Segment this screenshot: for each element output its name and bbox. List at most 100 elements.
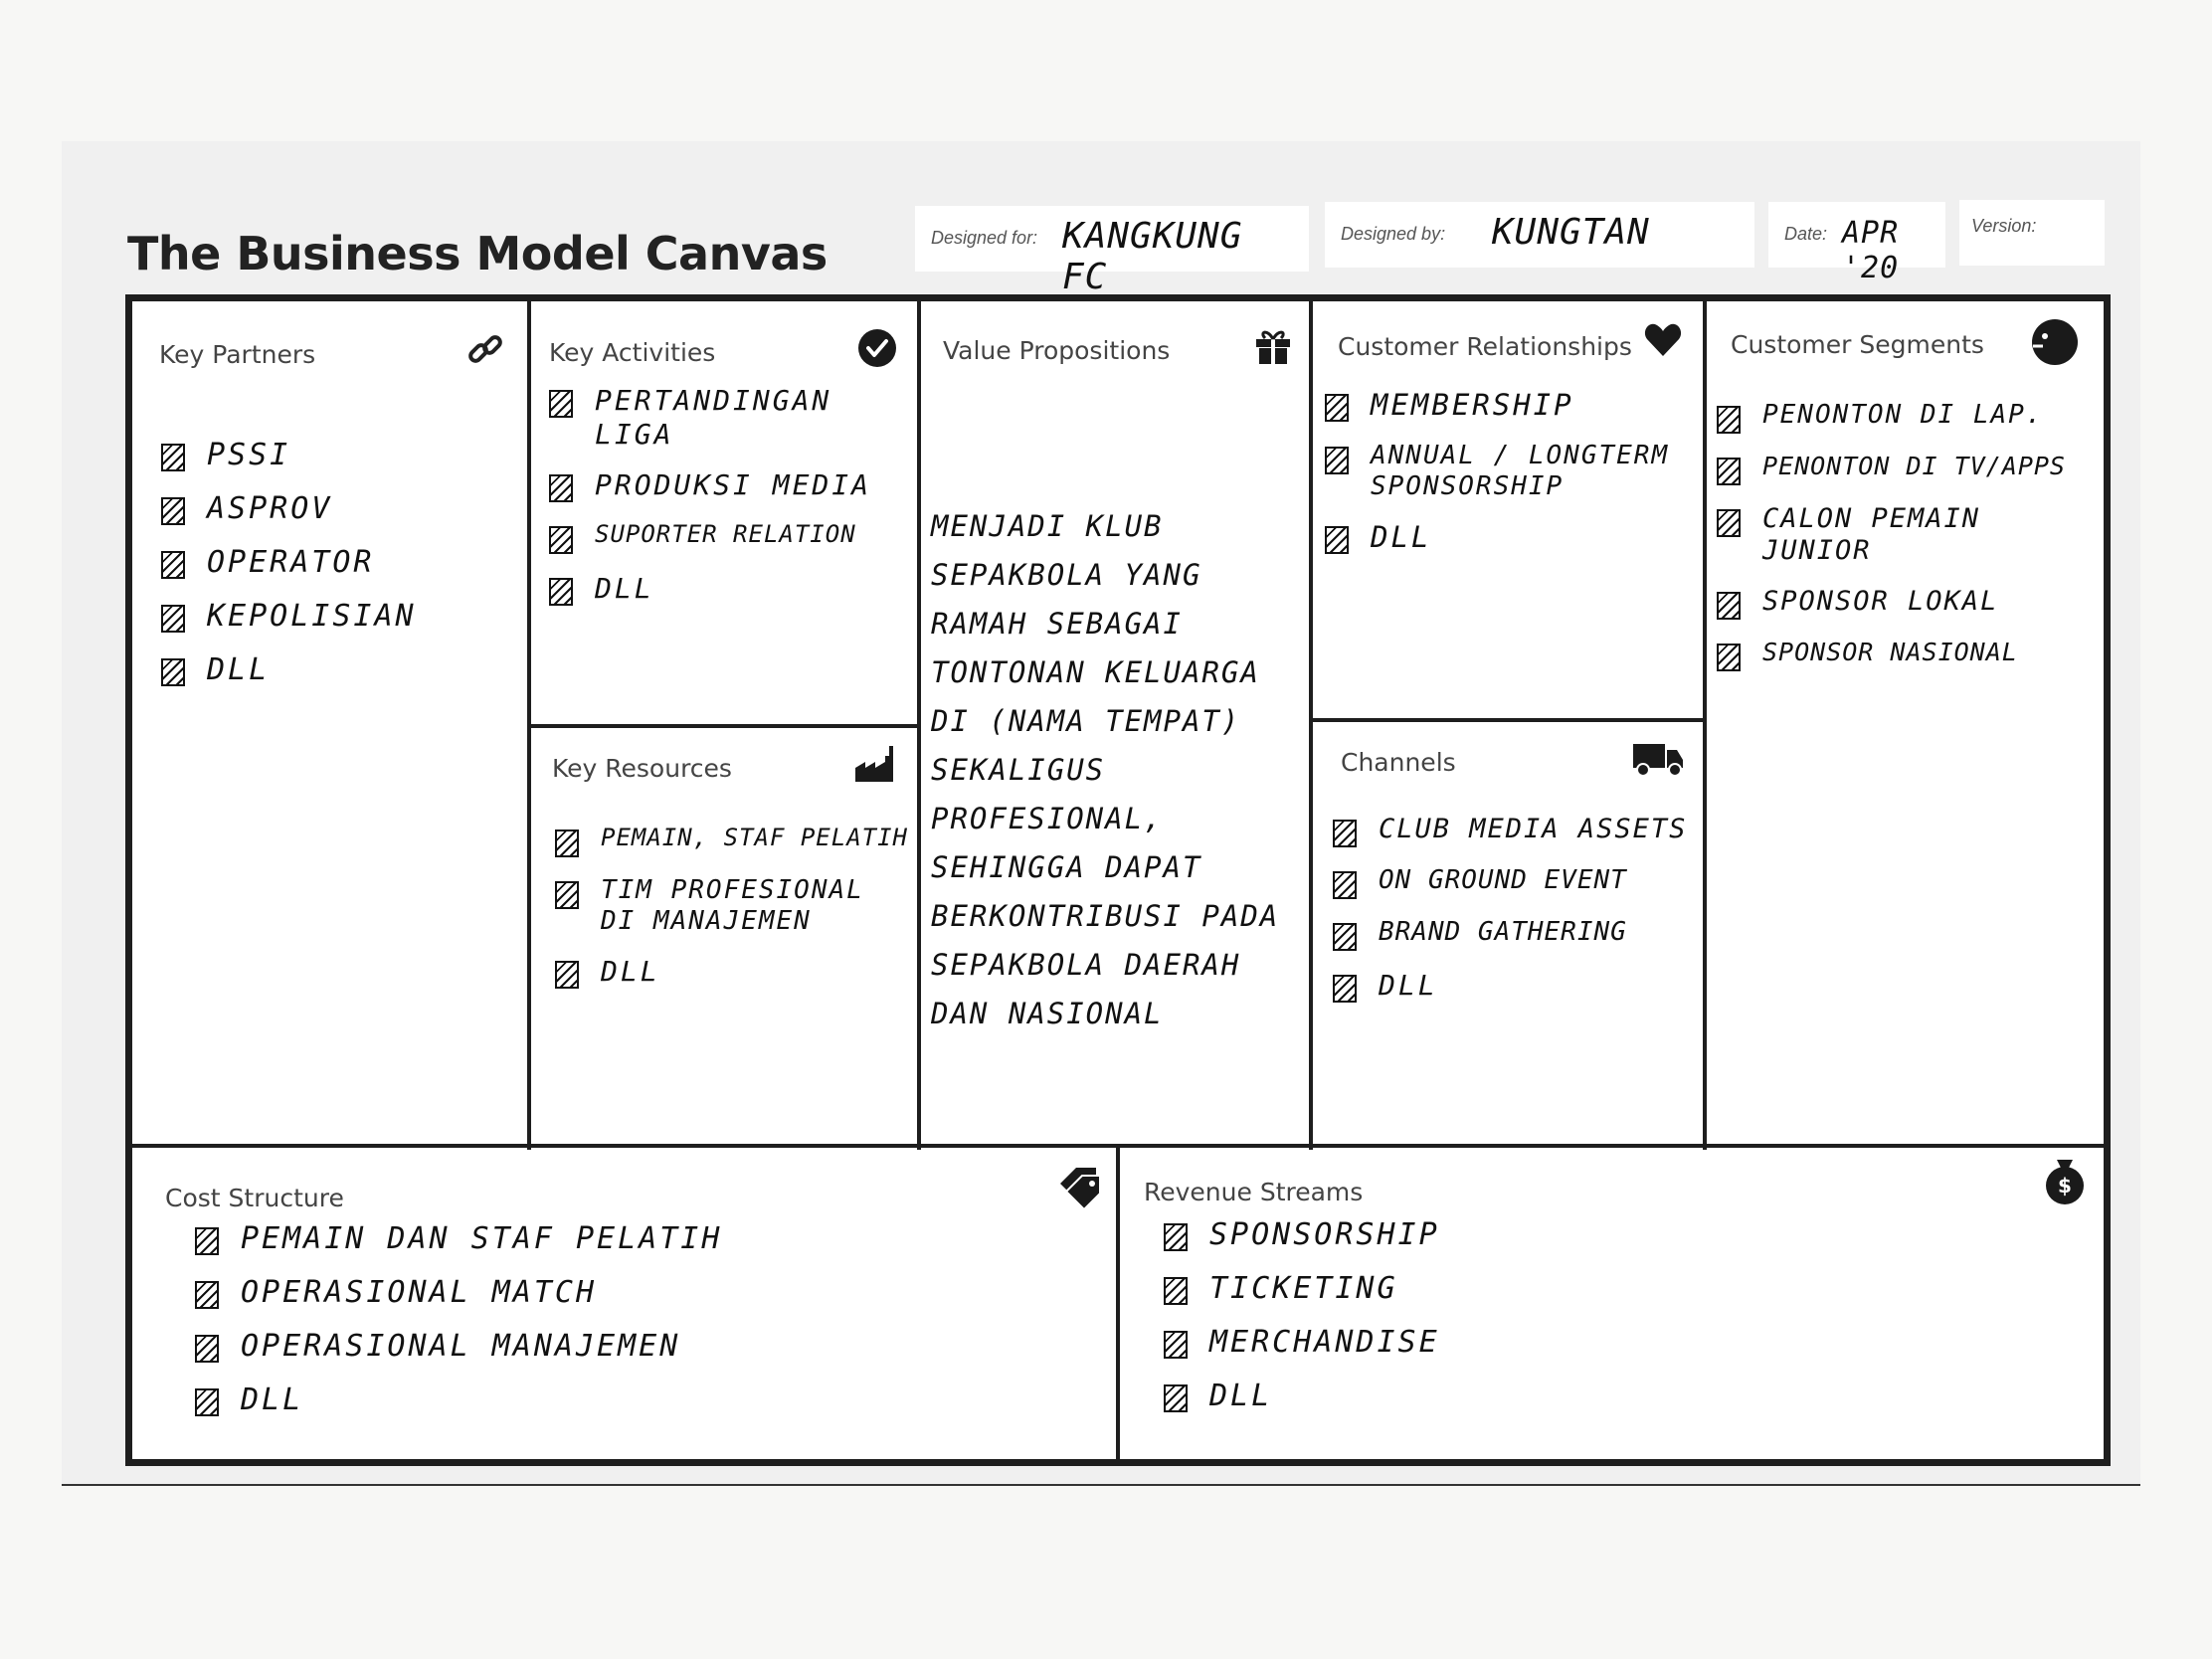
money-bag-icon: $: [2046, 1160, 2084, 1204]
list-item: OPERATOR: [161, 545, 417, 581]
cost-structure-title: Cost Structure: [165, 1184, 344, 1212]
list-item: PRODUKSI MEDIA: [549, 468, 907, 503]
list-item: SPONSOR LOKAL: [1717, 586, 2095, 620]
list-item: CLUB MEDIA ASSETS: [1333, 814, 1701, 847]
gift-icon: [1256, 330, 1290, 364]
key-resources-list: PEMAIN, STAF PELATIH TIM PROFESIONAL DI …: [555, 824, 913, 1007]
list-item: DLL: [1333, 969, 1701, 1003]
checkbox-icon: [549, 390, 573, 418]
date-value: APR '20: [1842, 216, 1900, 285]
checkbox-icon: [555, 961, 579, 990]
checkbox-icon: [161, 658, 185, 686]
checkbox-icon: [1164, 1331, 1188, 1359]
designed-for-label: Designed for:: [931, 228, 1038, 248]
canvas-title: The Business Model Canvas: [127, 227, 828, 280]
revenue-streams-title: Revenue Streams: [1144, 1178, 1364, 1206]
channels-list: CLUB MEDIA ASSETS ON GROUND EVENT BRAND …: [1333, 814, 1701, 1020]
divider-ka-kr: [527, 724, 921, 728]
list-item: SUPORTER RELATION: [549, 520, 907, 555]
checkmark-icon: [858, 329, 896, 367]
checkbox-icon: [549, 526, 573, 555]
list-item: DLL: [1325, 520, 1693, 555]
checkbox-icon: [1717, 406, 1741, 434]
key-activities-title: Key Activities: [549, 338, 716, 367]
list-item: PENONTON DI TV/APPS: [1717, 452, 2095, 485]
customer-segments-list: PENONTON DI LAP. PENONTON DI TV/APPS CAL…: [1717, 400, 2095, 689]
designed-for-value: KANGKUNG FC: [1062, 216, 1243, 297]
heart-icon: [1644, 323, 1682, 356]
list-item: ASPROV: [161, 491, 417, 527]
list-item: OPERASIONAL MATCH: [195, 1275, 722, 1311]
designed-by-value: KUNGTAN: [1492, 212, 1650, 253]
checkbox-icon: [1325, 394, 1349, 422]
key-partners-list: PSSI ASPROV OPERATOR KEPOLISIAN DLL: [161, 438, 417, 706]
checkbox-icon: [161, 551, 185, 579]
value-proposition-text: MENJADI KLUB SEPAKBOLA YANG RAMAH SEBAGA…: [931, 509, 1280, 1030]
list-item: MEMBERSHIP: [1325, 388, 1693, 423]
list-item: PEMAIN, STAF PELATIH: [555, 824, 913, 857]
date-field: Date: APR '20: [1768, 202, 1945, 285]
list-item: KEPOLISIAN: [161, 599, 417, 635]
checkbox-icon: [555, 830, 579, 857]
key-activities-list: PERTANDINGAN LIGA PRODUKSI MEDIA SUPORTE…: [549, 384, 907, 624]
checkbox-icon: [1717, 643, 1741, 671]
divider-vp-cr: [1309, 298, 1313, 1150]
list-item: DLL: [549, 572, 907, 607]
factory-icon: [855, 746, 893, 782]
list-item: ON GROUND EVENT: [1333, 865, 1701, 899]
checkbox-icon: [1333, 975, 1357, 1003]
checkbox-icon: [195, 1335, 219, 1363]
list-item: OPERASIONAL MANAJEMEN: [195, 1329, 722, 1365]
checkbox-icon: [161, 497, 185, 525]
checkbox-icon: [1333, 923, 1357, 951]
list-item: PEMAIN DAN STAF PELATIH: [195, 1221, 722, 1257]
list-item: PERTANDINGAN LIGA: [549, 384, 907, 451]
checkbox-icon: [1164, 1384, 1188, 1412]
checkbox-icon: [161, 444, 185, 471]
checkbox-icon: [195, 1388, 219, 1416]
checkbox-icon: [1164, 1277, 1188, 1305]
price-tag-icon: [1060, 1168, 1101, 1211]
truck-icon: [1633, 744, 1683, 777]
checkbox-icon: [195, 1281, 219, 1309]
checkbox-icon: [1325, 446, 1349, 474]
checkbox-icon: [1333, 820, 1357, 847]
checkbox-icon: [1325, 526, 1349, 555]
list-item: DLL: [195, 1382, 722, 1418]
checkbox-icon: [1717, 458, 1741, 485]
version-field: Version:: [1959, 200, 2105, 266]
checkbox-icon: [161, 605, 185, 633]
checkbox-icon: [555, 881, 579, 909]
channels-title: Channels: [1341, 748, 1456, 777]
divider-cr-cs: [1703, 298, 1707, 1150]
checkbox-icon: [1333, 871, 1357, 899]
list-item: PSSI: [161, 438, 417, 473]
svg-text:$: $: [2058, 1174, 2072, 1198]
checkbox-icon: [549, 578, 573, 607]
designed-by-label: Designed by:: [1341, 224, 1446, 244]
key-partners-title: Key Partners: [159, 340, 316, 369]
list-item: SPONSOR NASIONAL: [1717, 638, 2095, 671]
value-propositions-title: Value Propositions: [943, 336, 1171, 365]
face-icon: [2032, 319, 2078, 365]
list-item: ANNUAL / LONGTERM SPONSORSHIP: [1325, 441, 1693, 502]
list-item: DLL: [161, 652, 417, 688]
checkbox-icon: [549, 474, 573, 503]
customer-segments-title: Customer Segments: [1731, 330, 1984, 359]
date-label: Date:: [1784, 224, 1828, 244]
checkbox-icon: [1717, 509, 1741, 537]
designed-by-field: Designed by: KUNGTAN: [1325, 202, 1754, 268]
divider-cost-revenue: [1116, 1144, 1120, 1460]
cost-structure-list: PEMAIN DAN STAF PELATIH OPERASIONAL MATC…: [195, 1221, 722, 1436]
checkbox-icon: [1164, 1223, 1188, 1251]
list-item: DLL: [1164, 1379, 1440, 1414]
list-item: CALON PEMAIN JUNIOR: [1717, 503, 2095, 568]
revenue-streams-list: SPONSORSHIP TICKETING MERCHANDISE DLL: [1164, 1217, 1440, 1432]
list-item: TICKETING: [1164, 1271, 1440, 1307]
list-item: MERCHANDISE: [1164, 1325, 1440, 1361]
list-item: PENONTON DI LAP.: [1717, 400, 2095, 434]
list-item: TIM PROFESIONAL DI MANAJEMEN: [555, 875, 913, 937]
list-item: DLL: [555, 955, 913, 990]
customer-relationships-title: Customer Relationships: [1338, 332, 1632, 361]
divider-cr-ch: [1309, 718, 1707, 722]
